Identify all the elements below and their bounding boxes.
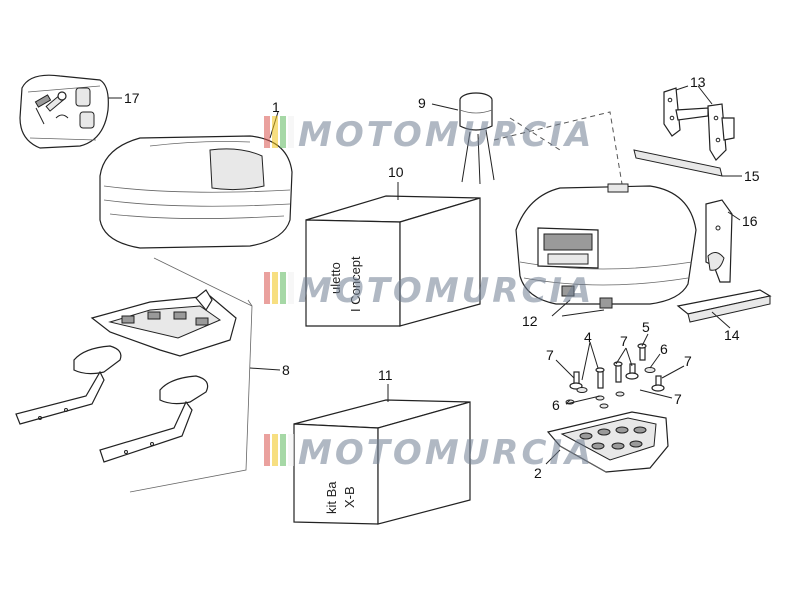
watermark-text-bottom: MOTOMURCIA: [298, 433, 594, 473]
part-9-lock-cylinder: [459, 92, 495, 185]
part-8-rack-with-arms: [15, 257, 253, 493]
callout-6-left: 6: [552, 397, 560, 413]
callout-11: 11: [378, 367, 393, 383]
part-14-angle-bar: [676, 289, 772, 323]
callout-9: 9: [418, 95, 426, 111]
watermark-text-middle: MOTOMURCIA: [298, 271, 594, 311]
part-1-top-case: [99, 135, 293, 249]
callout-12: 12: [522, 313, 538, 329]
part-10-boxed-kit: uletto I Concept: [305, 195, 481, 327]
callout-8: 8: [282, 362, 290, 378]
callout-6-right: 6: [660, 341, 668, 357]
box-10-label-1: uletto: [328, 262, 343, 294]
callout-7-left: 7: [546, 347, 554, 363]
callout-13: 13: [690, 74, 706, 90]
part-screws-washers: [565, 343, 665, 409]
part-17-key-bag: [19, 74, 109, 149]
box-10-label-2: I Concept: [348, 256, 363, 312]
watermark-text-top: MOTOMURCIA: [298, 115, 594, 155]
callout-1: 1: [272, 99, 280, 115]
callout-16: 16: [742, 213, 758, 229]
box-11-label-2: X-B: [342, 486, 357, 508]
callout-4: 4: [584, 329, 592, 345]
watermark-middle: MOTOMURCIA: [264, 271, 594, 311]
callout-7-bottom: 7: [674, 391, 682, 407]
part-15-strip: [633, 149, 723, 177]
callout-15: 15: [744, 168, 760, 184]
callout-10: 10: [388, 164, 404, 180]
callout-2: 2: [534, 465, 542, 481]
part-11-boxed-kit: kit Ba X-B: [293, 399, 471, 525]
callout-7-top: 7: [620, 333, 628, 349]
callout-7-right: 7: [684, 353, 692, 369]
watermark-top: MOTOMURCIA: [264, 115, 594, 155]
part-2-base-plate: [546, 411, 669, 473]
part-16-hook-bracket: [705, 199, 733, 283]
part-12-top-case-rear: [515, 183, 697, 309]
box-11-label-1: kit Ba: [324, 481, 339, 514]
part-13-brackets: [663, 87, 735, 161]
watermark-bottom: MOTOMURCIA: [264, 433, 594, 473]
callout-5: 5: [642, 319, 650, 335]
callout-14: 14: [724, 327, 740, 343]
callout-17: 17: [124, 90, 140, 106]
